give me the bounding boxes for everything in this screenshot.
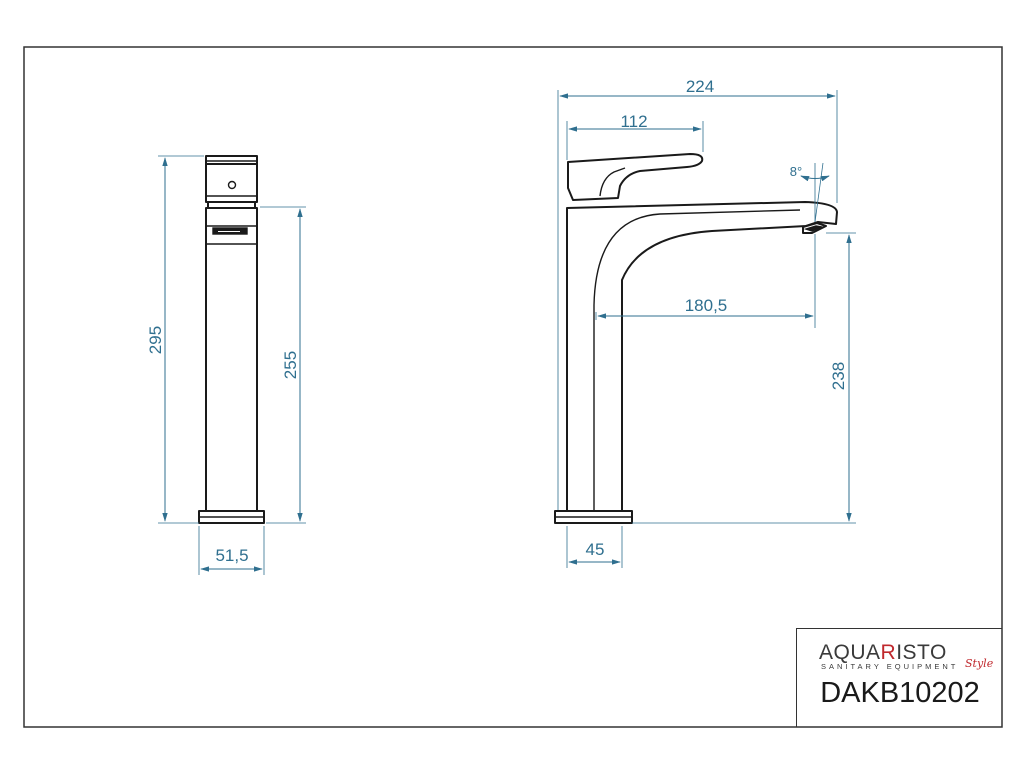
dim-label-224: 224 — [686, 77, 714, 96]
drawing-frame — [23, 46, 1003, 728]
angle-ref-tilted — [814, 162, 824, 223]
brand-tagline: SANITARY EQUIPMENT — [821, 662, 959, 671]
angle-label: 8° — [790, 164, 802, 179]
side-view: 295 255 51,5 — [146, 155, 306, 575]
dim-label-255: 255 — [281, 351, 300, 379]
angle-arc — [800, 175, 830, 182]
model-code: DAKB10202 — [820, 677, 980, 709]
dim-label-112: 112 — [620, 112, 647, 131]
title-block: AQUARISTO SANITARY EQUIPMENT Style DAKB1… — [796, 628, 1002, 727]
side-body — [205, 207, 258, 512]
brand-script: Style — [965, 657, 994, 670]
dim-label-45: 45 — [586, 540, 605, 559]
handle-lever — [567, 153, 704, 201]
dim-label-180-5: 180,5 — [685, 296, 728, 315]
front-view: 224 112 8° 180,5 238 45 — [554, 77, 856, 568]
brand-logo: AQUARISTO SANITARY EQUIPMENT Style — [819, 639, 999, 675]
body-inner-contour — [593, 209, 801, 511]
faucet-body — [566, 201, 838, 512]
dim-label-238: 238 — [829, 362, 848, 390]
dim-label-295: 295 — [146, 326, 165, 354]
brand-name: AQUARISTO — [819, 641, 947, 664]
dim-label-51-5: 51,5 — [215, 546, 248, 565]
side-handle-top — [205, 155, 258, 165]
side-handle-hole — [227, 180, 237, 190]
